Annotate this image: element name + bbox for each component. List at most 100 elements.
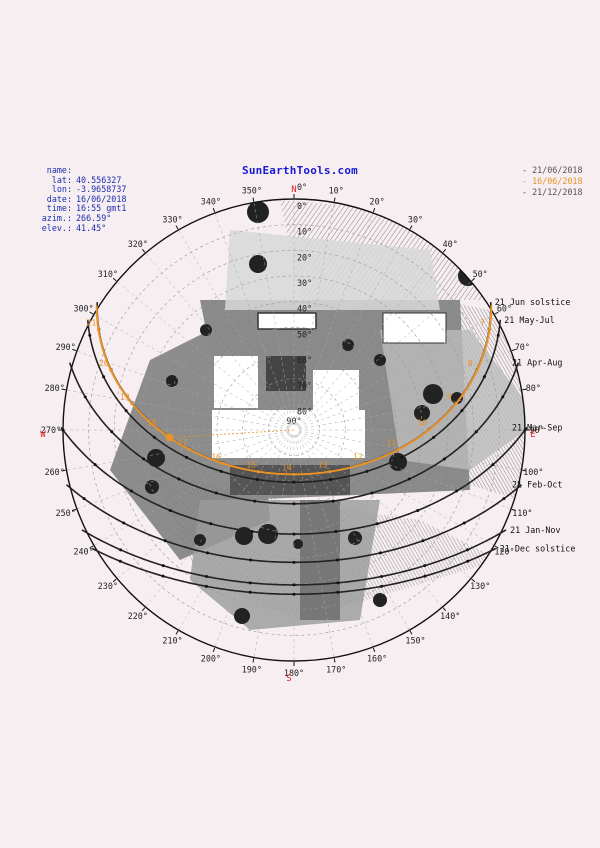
azimuth-label: 180° xyxy=(284,668,304,678)
azimuth-tick xyxy=(175,225,179,230)
ground-south xyxy=(190,500,380,630)
hour-marker xyxy=(204,575,208,579)
current-hour-marker xyxy=(427,428,431,432)
hour-marker xyxy=(250,530,254,534)
site-plan-image xyxy=(110,200,525,630)
hour-marker xyxy=(334,530,338,534)
hour-marker xyxy=(102,375,106,379)
elevation-label: 0° xyxy=(297,201,307,211)
current-hour-marker xyxy=(188,447,192,452)
current-hour-marker xyxy=(487,328,492,332)
azimuth-label: 10° xyxy=(329,186,344,196)
hour-marker xyxy=(455,489,459,493)
azimuth-spoke xyxy=(296,434,410,631)
hour-marker xyxy=(502,497,506,501)
current-hour-label: 17 xyxy=(178,439,188,448)
azimuth-label: 90° xyxy=(529,425,544,435)
zenith-label: 90° xyxy=(286,416,301,426)
azimuth-label: 130° xyxy=(470,581,490,591)
azimuth-tick xyxy=(212,647,216,652)
azimuth-spoke xyxy=(178,434,292,631)
azimuth-label: 200° xyxy=(201,653,221,663)
current-hour-label: 10 xyxy=(417,419,427,428)
hour-marker xyxy=(335,558,339,562)
elevation-ring xyxy=(216,352,372,508)
hour-marker xyxy=(466,559,470,563)
azimuth-label: 220° xyxy=(128,611,148,621)
hour-marker xyxy=(119,548,123,552)
sun-path-label: 21 Mar-Sep xyxy=(512,422,562,432)
current-hour-marker xyxy=(221,461,225,466)
hour-marker xyxy=(462,521,466,525)
location-info-panel: name: lat:40.556327 lon:-3.9658737 date:… xyxy=(26,165,127,233)
sun-position-marker xyxy=(165,433,174,442)
azimuth-label: 30° xyxy=(408,215,423,225)
hour-marker xyxy=(61,428,65,432)
azimuth-tick xyxy=(252,197,255,202)
current-hour-label: 14 xyxy=(282,463,292,472)
elevation-label: 50° xyxy=(297,329,312,339)
polar-grid: 0°10°20°30°40°50°60°70°80°90°0°10°20°30°… xyxy=(41,182,545,678)
current-hour-label: 18 xyxy=(147,419,157,428)
elevation-label: 10° xyxy=(297,227,312,237)
azimuth-tick xyxy=(175,630,179,635)
hour-marker xyxy=(163,539,167,543)
azimuth-tick xyxy=(372,647,376,652)
building-west xyxy=(214,356,258,408)
azimuth-tick xyxy=(141,607,146,612)
hour-marker xyxy=(378,551,382,555)
azimuth-tick xyxy=(494,545,499,549)
azimuth-label: 60° xyxy=(497,304,512,314)
azimuth-tick xyxy=(522,469,527,472)
sun-direction-line xyxy=(169,429,295,438)
ground-light xyxy=(225,230,440,310)
azimuth-label: 170° xyxy=(326,664,346,674)
azimuth-label: 250° xyxy=(56,508,76,518)
azimuth-label: 330° xyxy=(162,215,182,225)
azimuth-tick xyxy=(72,508,77,512)
hour-marker xyxy=(421,539,425,543)
current-hour-label: 12 xyxy=(353,452,363,461)
info-lat-row: lat:40.556327 xyxy=(51,174,122,185)
azimuth-label: 210° xyxy=(162,635,182,645)
azimuth-tick xyxy=(333,658,336,663)
site-title[interactable]: SunEarthTools.com xyxy=(242,164,358,177)
azimuth-spoke xyxy=(93,432,290,546)
azimuth-spoke xyxy=(253,435,294,658)
hour-marker xyxy=(129,489,133,493)
azimuth-label: 0° xyxy=(297,182,307,192)
azimuth-tick xyxy=(442,607,447,612)
hour-marker xyxy=(209,522,213,526)
hour-marker xyxy=(93,463,97,467)
azimuth-spoke xyxy=(298,431,512,510)
hour-marker xyxy=(292,560,296,564)
current-hour-marker xyxy=(363,461,367,466)
azimuth-tick xyxy=(372,208,376,213)
hour-marker xyxy=(370,491,374,495)
azimuth-label: 100° xyxy=(523,467,543,477)
azimuth-tick xyxy=(522,388,527,391)
hour-marker xyxy=(177,477,181,481)
azimuth-label: 140° xyxy=(440,611,460,621)
info-elevation-row: elev.:41.45° xyxy=(41,222,107,233)
sun-path-label: 21 Apr-Aug xyxy=(512,358,562,368)
azimuth-tick xyxy=(112,578,117,583)
hour-marker xyxy=(184,455,188,459)
hour-marker xyxy=(491,463,495,467)
azimuth-label: 190° xyxy=(242,664,262,674)
sun-path-label: 21 Jun solstice xyxy=(495,297,571,307)
current-hour-label: 7 xyxy=(480,319,485,328)
elevation-label: 60° xyxy=(297,355,312,365)
hour-marker xyxy=(432,435,436,439)
hour-marker xyxy=(292,502,296,506)
current-hour-label: 21 xyxy=(87,319,97,328)
azimuth-spoke xyxy=(253,202,294,425)
azimuth-spoke xyxy=(214,434,293,648)
hour-marker xyxy=(204,584,208,588)
azimuth-spoke xyxy=(145,252,291,427)
azimuth-tick xyxy=(212,208,216,213)
hour-marker xyxy=(292,592,296,596)
current-hour-label: 8 xyxy=(468,359,473,368)
hour-marker xyxy=(496,333,500,337)
